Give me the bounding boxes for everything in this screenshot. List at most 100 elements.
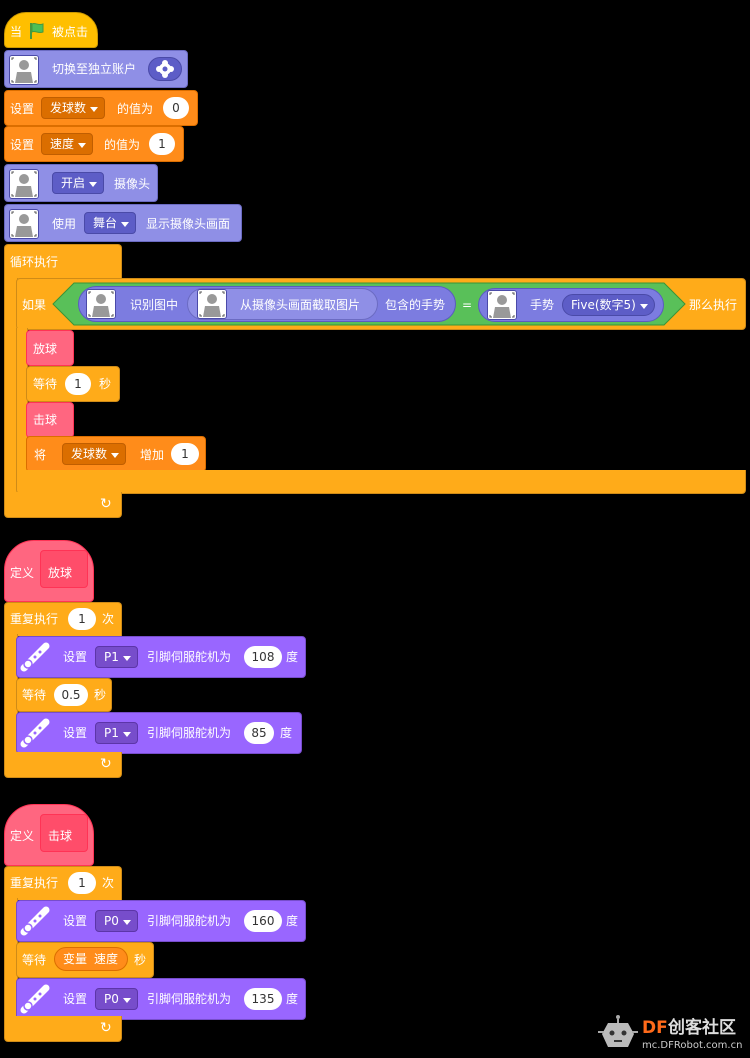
define-hit-prototype	[40, 814, 88, 852]
repeat-block-bottom	[4, 1016, 122, 1042]
define-serve-prototype	[40, 550, 88, 588]
person-icon	[197, 289, 227, 319]
wait-seconds-input[interactable]: 0.5	[54, 684, 88, 706]
switch-account-label: 切换至独立账户	[52, 62, 137, 76]
servo-icon	[20, 984, 50, 1014]
wait-seconds-input[interactable]: 1	[65, 373, 91, 395]
repeat-unit: 次	[102, 876, 115, 890]
servo-desc: 引脚伺服舵机为	[147, 992, 232, 1006]
wait-unit: 秒	[134, 953, 147, 967]
repeat-label: 重复执行	[10, 876, 59, 890]
set-of-label: 的值为	[117, 102, 154, 116]
repeat-count-input[interactable]: 1	[68, 872, 96, 894]
use-label: 使用	[52, 217, 77, 231]
loop-arrow-icon: ↻	[100, 1020, 112, 1036]
servo-angle-input[interactable]: 160	[244, 910, 282, 932]
if-label: 如果	[22, 298, 47, 312]
pin-dropdown[interactable]: P0	[95, 910, 138, 932]
variable-dropdown[interactable]: 速度	[41, 133, 94, 155]
increase-value-input[interactable]: 1	[171, 443, 199, 465]
define-label: 定义	[10, 829, 35, 843]
variable-dropdown[interactable]: 发球数	[62, 443, 127, 465]
servo-angle-input[interactable]: 135	[244, 988, 282, 1010]
gesture-label: 手势	[530, 298, 555, 312]
define-name: 放球	[48, 566, 73, 580]
repeat-unit: 次	[102, 612, 115, 626]
if-block-bottom	[16, 470, 746, 494]
camera-state-dropdown[interactable]: 开启	[52, 172, 105, 194]
change-label: 将	[34, 448, 47, 462]
servo-set-label: 设置	[63, 650, 88, 664]
loop-arrow-icon: ↻	[100, 496, 112, 512]
brand-cn: 创客社区	[668, 1018, 736, 1038]
when-prefix: 当	[10, 25, 23, 39]
dfrobot-robot-logo-icon	[598, 1015, 638, 1047]
set-label: 设置	[10, 102, 35, 116]
value-input[interactable]: 1	[149, 133, 175, 155]
person-icon	[9, 55, 39, 85]
person-icon	[9, 169, 39, 199]
variable-reporter[interactable]	[54, 947, 128, 971]
call-hit-label: 击球	[33, 413, 58, 427]
pin-dropdown[interactable]: P1	[95, 722, 138, 744]
wait-label: 等待	[33, 377, 58, 391]
variable-reporter-name: 速度	[94, 952, 119, 966]
gesture-dropdown[interactable]: Five(数字5)	[562, 294, 655, 316]
forever-block-top[interactable]	[4, 244, 122, 280]
increase-label: 增加	[140, 448, 165, 462]
loop-arrow-icon: ↻	[100, 756, 112, 772]
servo-icon	[20, 642, 50, 672]
servo-desc: 引脚伺服舵机为	[147, 914, 232, 928]
person-icon	[9, 209, 39, 239]
servo-icon	[20, 906, 50, 936]
servo-icon	[20, 718, 50, 748]
when-flag-clicked-block[interactable]	[4, 12, 98, 48]
person-icon	[487, 290, 517, 320]
forever-label: 循环执行	[10, 255, 59, 269]
wait-unit: 秒	[99, 377, 112, 391]
repeat-block-top[interactable]	[4, 602, 122, 636]
call-hit-block[interactable]	[26, 402, 74, 438]
servo-unit: 度	[286, 992, 299, 1006]
account-gear-dropdown[interactable]	[148, 57, 182, 81]
define-name: 击球	[48, 829, 73, 843]
repeat-block-top[interactable]	[4, 866, 122, 900]
servo-angle-input[interactable]: 85	[244, 722, 274, 744]
gear-icon	[156, 60, 174, 78]
servo-angle-input[interactable]: 108	[244, 646, 282, 668]
servo-set-label: 设置	[63, 914, 88, 928]
repeat-block-bottom	[4, 752, 122, 778]
servo-set-label: 设置	[63, 992, 88, 1006]
call-serve-block[interactable]	[26, 330, 74, 366]
define-label: 定义	[10, 566, 35, 580]
show-camera-label: 显示摄像头画面	[146, 217, 231, 231]
wait-unit: 秒	[94, 688, 107, 702]
servo-set-label: 设置	[63, 726, 88, 740]
call-serve-label: 放球	[33, 342, 58, 356]
set-of-label: 的值为	[104, 138, 141, 152]
camera-label: 摄像头	[114, 177, 151, 191]
brand-url: mc.DFRobot.com.cn	[642, 1040, 743, 1051]
servo-desc: 引脚伺服舵机为	[147, 650, 232, 664]
green-flag-icon	[30, 22, 44, 39]
wait-label: 等待	[22, 688, 47, 702]
set-label: 设置	[10, 138, 35, 152]
pin-dropdown[interactable]: P1	[95, 646, 138, 668]
servo-unit: 度	[286, 650, 299, 664]
servo-unit: 度	[280, 726, 293, 740]
contains-gesture-label: 包含的手势	[385, 298, 446, 312]
value-input[interactable]: 0	[163, 97, 189, 119]
repeat-label: 重复执行	[10, 612, 59, 626]
equals-sign: =	[462, 298, 473, 312]
brand-df: DF	[642, 1018, 668, 1038]
then-label: 那么执行	[689, 298, 738, 312]
variable-dropdown[interactable]: 发球数	[41, 97, 106, 119]
repeat-count-input[interactable]: 1	[68, 608, 96, 630]
forever-block-bottom	[4, 492, 122, 518]
variable-reporter-label: 变量	[63, 952, 88, 966]
pin-dropdown[interactable]: P0	[95, 988, 138, 1010]
wait-label: 等待	[22, 953, 47, 967]
recognize-label: 识别图中	[130, 298, 179, 312]
stage-dropdown[interactable]: 舞台	[84, 212, 137, 234]
when-suffix: 被点击	[52, 25, 89, 39]
